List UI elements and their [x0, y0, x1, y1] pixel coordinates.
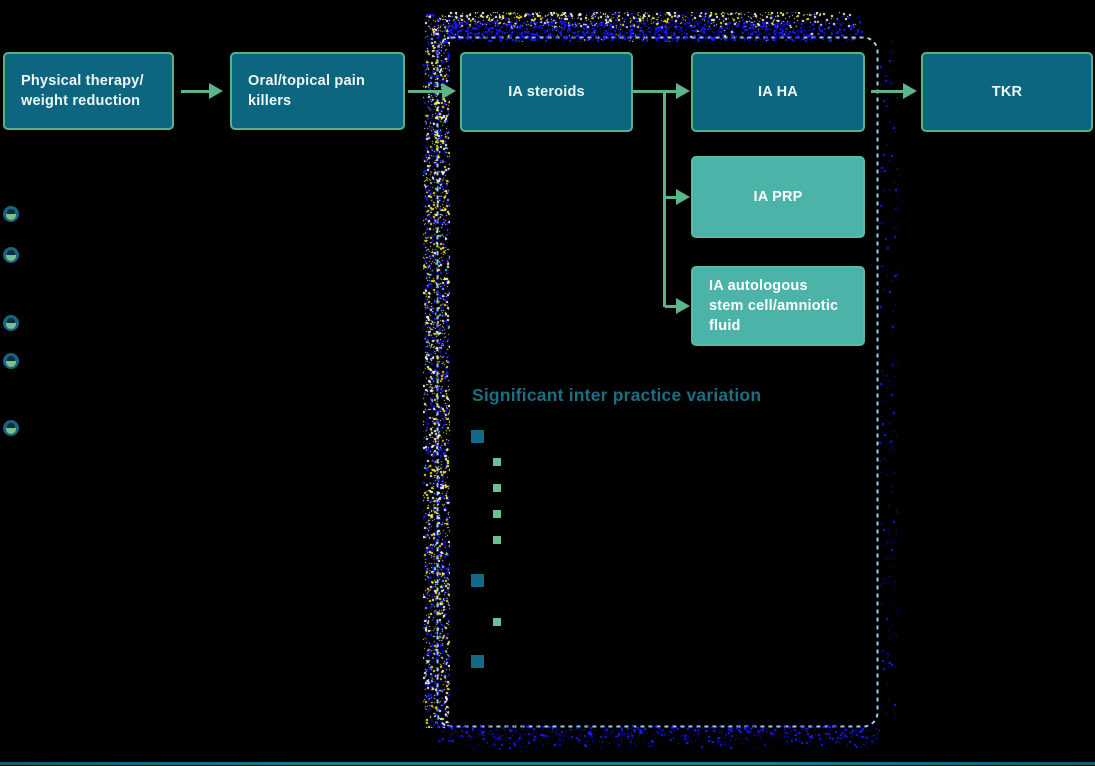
noise-texture [878, 40, 898, 720]
bullet-square-icon [471, 574, 484, 587]
sub-bullet-square-icon [493, 458, 501, 466]
eye-bullet-icon [3, 420, 19, 436]
node-ia-steroids: IA steroids [460, 52, 633, 132]
sub-bullet-square-icon [493, 536, 501, 544]
arrow-physical-to-painkillers [181, 90, 209, 93]
node-ia-prp: IA PRP [691, 156, 865, 238]
bottom-accent-line [0, 762, 1095, 765]
node-pain-killers: Oral/topical pain killers [230, 52, 405, 130]
noise-texture [448, 12, 866, 42]
arrow-right-icon [209, 83, 223, 99]
node-ia-ha: IA HA [691, 52, 865, 132]
node-pain-killers-label: Oral/topical pain killers [248, 72, 366, 109]
arrow-right-icon [676, 83, 690, 99]
node-tkr-label: TKR [991, 83, 1023, 100]
noise-texture [423, 14, 450, 728]
arrow-painkillers-to-steroids [408, 90, 442, 93]
arrow-right-icon [676, 298, 690, 314]
node-ia-stem-cell-label: IA autologous stem cell/amniotic fluid [709, 277, 839, 335]
arrow-right-icon [442, 83, 456, 99]
bullet-square-icon [471, 655, 484, 668]
eye-bullet-icon [3, 206, 19, 222]
node-ia-ha-label: IA HA [758, 83, 798, 100]
node-physical-therapy-label: Physical therapy/ weight reduction [21, 72, 144, 109]
node-ia-prp-label: IA PRP [753, 188, 803, 205]
node-ia-stem-cell: IA autologous stem cell/amniotic fluid [691, 266, 865, 346]
arrow-right-icon [676, 189, 690, 205]
node-physical-therapy: Physical therapy/ weight reduction [3, 52, 174, 130]
dashed-group-outline [436, 36, 879, 728]
sub-bullet-square-icon [493, 618, 501, 626]
sub-bullet-square-icon [493, 484, 501, 492]
arrow-steroids-to-iaprp [665, 196, 676, 199]
arrow-steroids-to-stemcell [665, 305, 676, 308]
node-tkr: TKR [921, 52, 1093, 132]
noise-texture [438, 726, 880, 750]
arrow-steroids-to-iaha [633, 90, 676, 93]
eye-bullet-icon [3, 315, 19, 331]
variation-heading: Significant inter practice variation [472, 385, 762, 405]
branch-line-vertical [663, 90, 666, 307]
sub-bullet-square-icon [493, 510, 501, 518]
arrow-right-icon [903, 83, 917, 99]
arrow-iaha-to-tkr [871, 90, 903, 93]
bullet-square-icon [471, 430, 484, 443]
node-ia-steroids-label: IA steroids [508, 83, 585, 100]
eye-bullet-icon [3, 247, 19, 263]
eye-bullet-icon [3, 353, 19, 369]
